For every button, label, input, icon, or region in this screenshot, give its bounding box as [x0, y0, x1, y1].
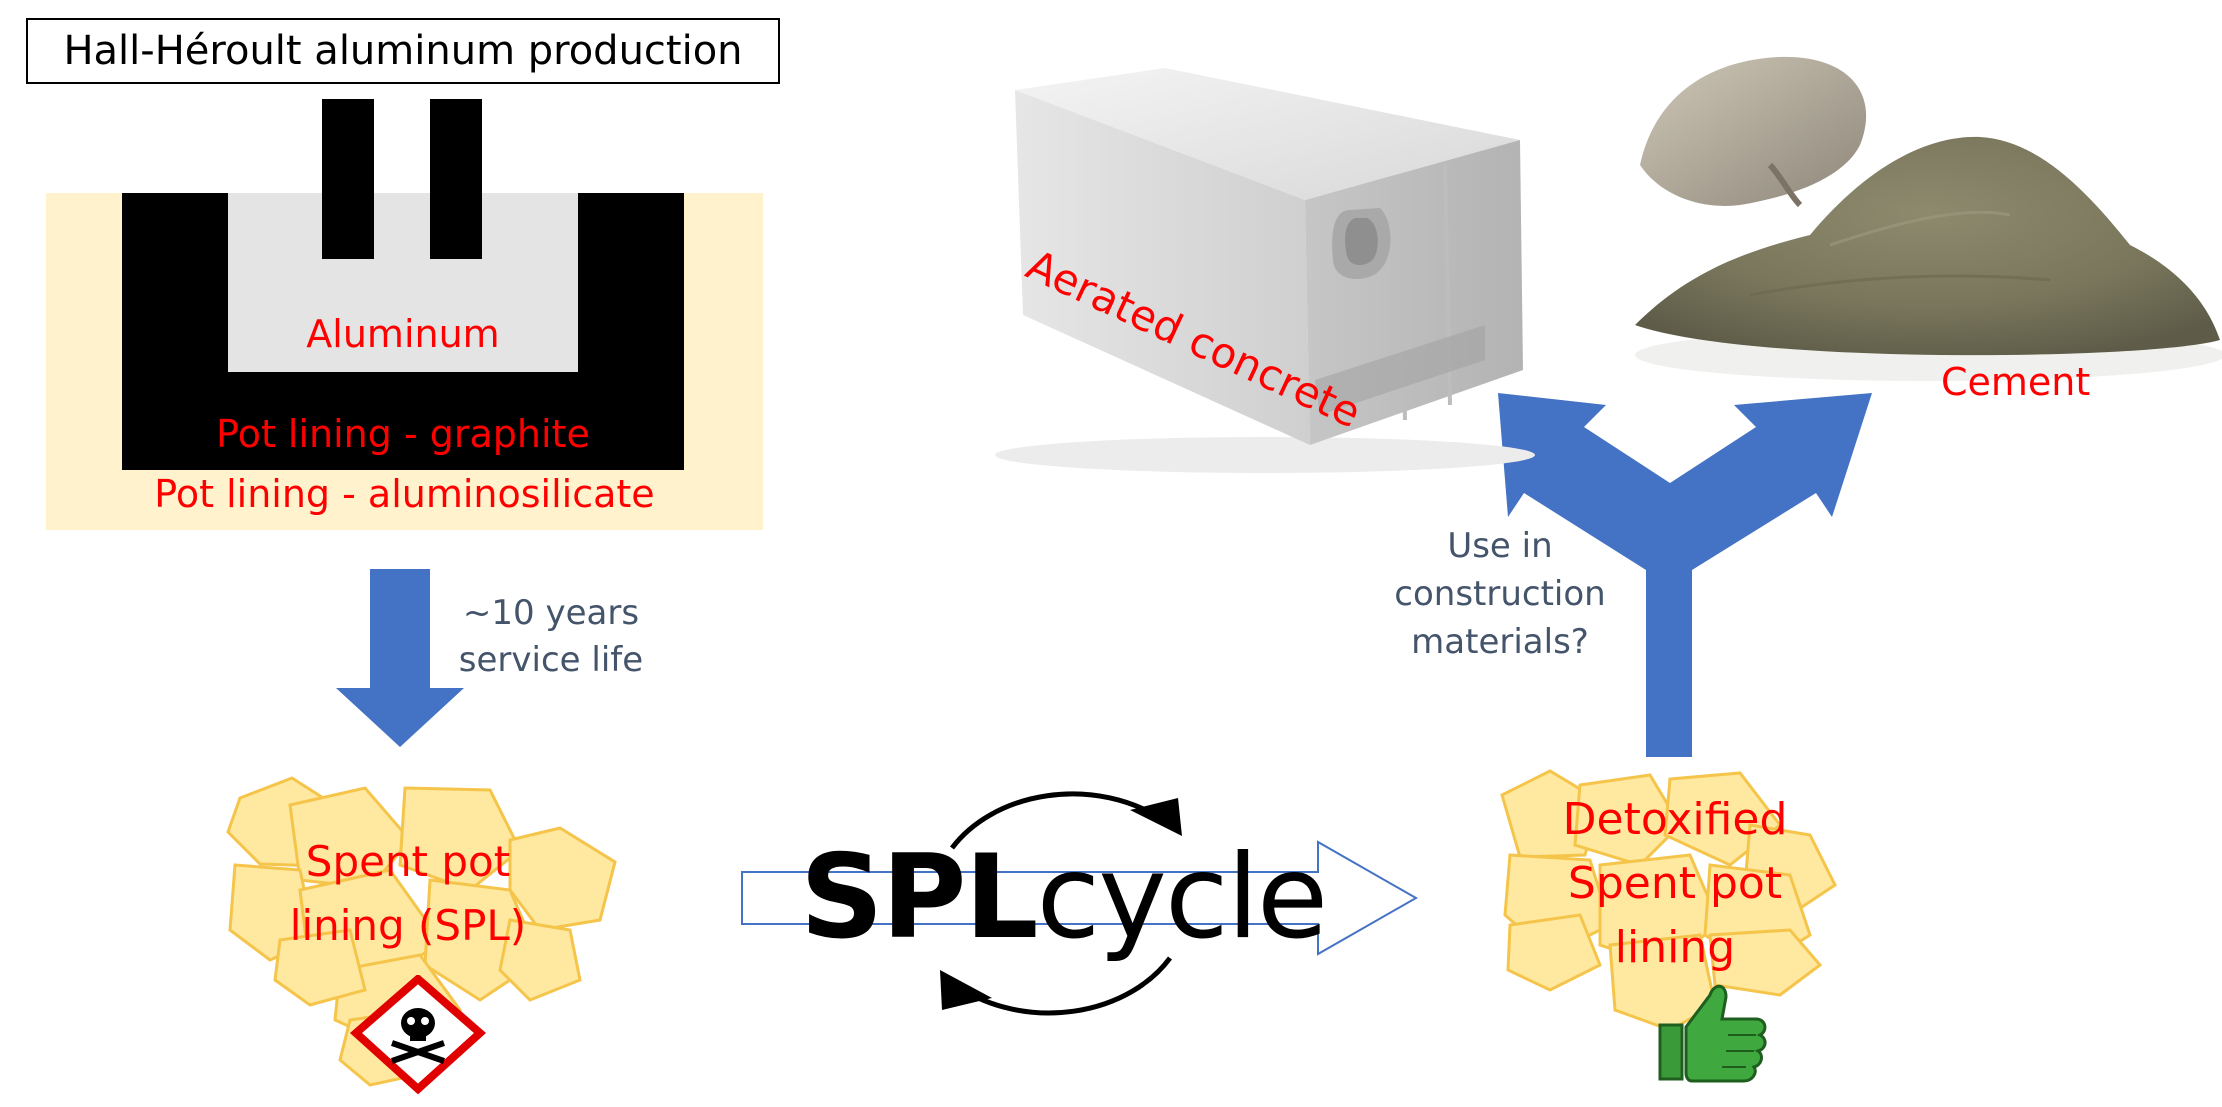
detoxified-fragments: [1500, 769, 1837, 1032]
detoxified-label: Detoxified Spent pot lining: [1525, 788, 1825, 980]
cement-label: Cement: [1941, 360, 2091, 404]
aluminum-label: Aluminum: [306, 312, 500, 356]
use-question-line3: materials?: [1411, 622, 1589, 662]
use-question-note: Use in construction materials?: [1370, 522, 1630, 666]
outline-right-arrow-icon: [741, 840, 1419, 956]
service-life-line1: ~10 years: [462, 593, 640, 633]
graphite-label: Pot lining - graphite: [216, 412, 590, 456]
cycle-arrowhead-top: [1130, 798, 1182, 836]
detoxified-line2: Spent pot: [1567, 858, 1783, 909]
graphite-lining: [122, 193, 684, 470]
detoxified-line1: Detoxified: [1562, 794, 1788, 845]
splcycle-logo-bold: SPL: [800, 830, 1038, 965]
fork-arrow-icon: [1498, 393, 1872, 757]
spl-label: Spent pot lining (SPL): [248, 830, 568, 958]
splcycle-logo: SPLcycle: [800, 828, 1328, 968]
thumbs-up-icon: [1658, 984, 1767, 1083]
detoxified-line3: lining: [1614, 922, 1736, 973]
spl-line1: Spent pot: [305, 837, 511, 886]
down-arrow-icon: [336, 569, 464, 747]
cycle-arrowhead-bottom: [940, 970, 992, 1010]
aluminum-bath: [228, 193, 578, 372]
splcycle-graphics: [741, 791, 1419, 1016]
diagram-title: Hall-Héroult aluminum production: [26, 18, 780, 84]
service-life-note: ~10 years service life: [436, 590, 666, 684]
cycle-arrow-top: [950, 791, 1162, 850]
spl-line2: lining (SPL): [289, 901, 527, 950]
aluminosilicate-label: Pot lining - aluminosilicate: [154, 472, 655, 516]
hazard-skull-icon: [349, 975, 487, 1095]
anode-right: [430, 99, 482, 259]
anode-left: [322, 99, 374, 259]
service-life-line2: service life: [458, 640, 644, 680]
use-question-line1: Use in: [1447, 526, 1553, 566]
splcycle-logo-light: cycle: [1036, 830, 1328, 965]
concrete-block-image: [995, 68, 1535, 473]
cycle-arrow-bottom: [958, 956, 1173, 1016]
cement-pile-image: [1635, 56, 2222, 381]
use-question-line2: construction: [1394, 574, 1606, 614]
